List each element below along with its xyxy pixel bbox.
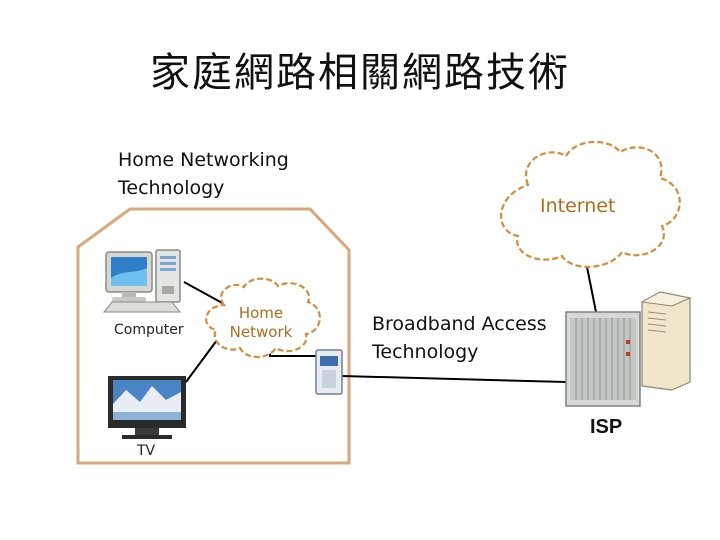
home-networking-line2: Technology [118,177,225,199]
home-network-line2: Network [229,323,293,341]
computer-icon [102,249,182,313]
broadband-line2: Technology [372,341,479,363]
isp-label: ISP [590,416,623,438]
computer-label: Computer [114,322,184,338]
modem-icon [315,349,343,395]
isp-rack-icon [565,311,641,407]
internet-label: Internet [540,195,616,217]
home-networking-label: Home Networking Technology [118,146,318,202]
modem-to-isp-line [341,375,567,383]
tv-label: TV [137,443,156,459]
tv-icon [108,376,186,439]
page-title: 家庭網路相關網路技術 [150,50,570,96]
home-network-label: Home Network [224,304,298,342]
broadband-label: Broadband Access Technology [372,310,572,366]
computer-to-homenet-line [183,281,225,305]
server-icon [640,291,692,391]
tv-to-homenet-line [185,335,221,383]
broadband-line1: Broadband Access [372,313,547,335]
home-boundary [76,207,351,465]
home-network-line1: Home [238,304,284,322]
home-network-cloud [205,277,321,359]
internet-cloud [500,140,681,268]
isp-to-internet-line [585,261,597,313]
home-networking-line1: Home Networking [118,149,289,171]
